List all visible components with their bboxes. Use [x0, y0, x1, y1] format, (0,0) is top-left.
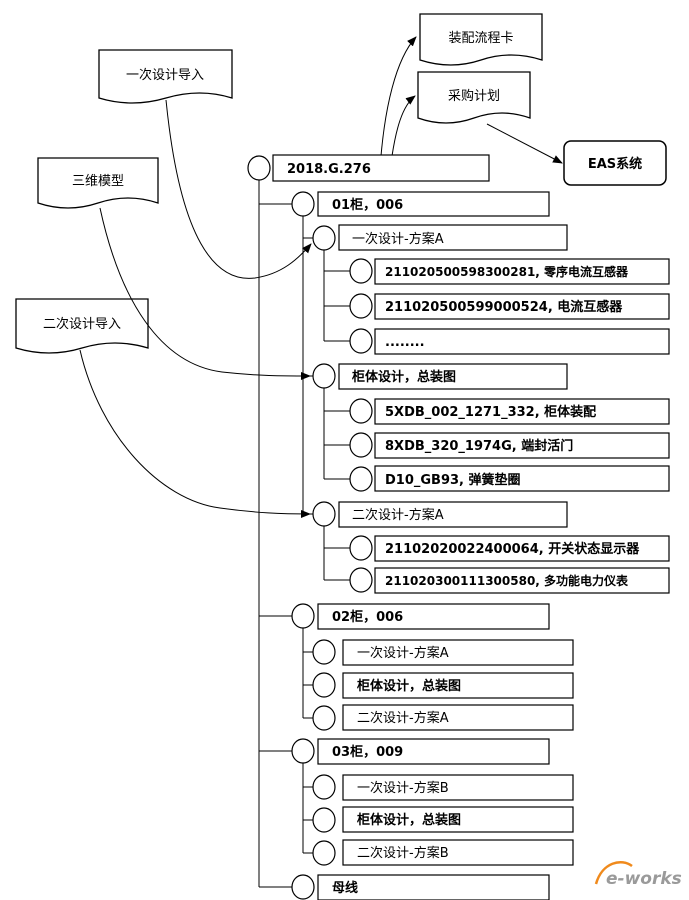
import-arrows — [79, 36, 563, 518]
doc-model3d-label: 三维模型 — [72, 174, 124, 189]
cab03-child-label: 二次设计-方案B — [357, 845, 449, 861]
part-label: 211020500599000524, 电流互感器 — [385, 299, 623, 315]
cab01-primary-label: 一次设计-方案A — [352, 231, 444, 247]
doc-assembly-card: 装配流程卡 — [419, 13, 543, 66]
doc-model3d: 三维模型 — [37, 157, 159, 209]
cab01-secondary-label: 二次设计-方案A — [352, 507, 444, 523]
eas-system: EAS系统 — [563, 140, 667, 186]
watermark-text: e-works — [606, 869, 682, 889]
cab01-label: 01柜，006 — [332, 197, 403, 213]
arrow-purchase-plan — [391, 95, 416, 157]
part-label: ........ — [385, 335, 425, 350]
logo-swoosh-icon — [594, 861, 633, 885]
arrow-import1 — [165, 99, 312, 279]
cab02-child-label: 二次设计-方案A — [357, 710, 449, 726]
part-label: 5XDB_002_1271_332, 柜体装配 — [385, 404, 596, 420]
part-label: 8XDB_320_1974G, 端封活门 — [385, 438, 573, 454]
root-label: 2018.G.276 — [287, 162, 371, 177]
cab02-child-label: 一次设计-方案A — [357, 645, 449, 661]
cab02-child-label: 柜体设计，总装图 — [356, 678, 461, 694]
part-label: 211020500598300281, 零序电流互感器 — [385, 264, 629, 279]
cab02-label: 02柜，006 — [332, 609, 403, 625]
doc-purchase-plan: 采购计划 — [417, 71, 531, 124]
eas-system-label: EAS系统 — [588, 156, 642, 172]
cab01-body-label: 柜体设计，总装图 — [351, 369, 456, 385]
arrow-import2 — [79, 349, 311, 518]
cab03-label: 03柜，009 — [332, 744, 403, 760]
part-label: 21102020022400064, 开关状态显示器 — [385, 541, 640, 557]
doc-import2: 二次设计导入 — [15, 298, 149, 354]
doc-import1-label: 一次设计导入 — [126, 67, 204, 83]
arrow-model3d — [99, 207, 311, 380]
doc-import2-label: 二次设计导入 — [43, 316, 121, 332]
node-boxes — [272, 154, 670, 900]
arrow-assembly-card — [380, 36, 417, 157]
doc-purchase-plan-label: 采购计划 — [448, 88, 500, 104]
busbar-label: 母线 — [332, 880, 358, 896]
arrow-eas — [486, 123, 563, 164]
doc-assembly-card-label: 装配流程卡 — [448, 31, 513, 46]
eworks-logo: e-works — [594, 861, 682, 889]
part-label: D10_GB93, 弹簧垫圈 — [385, 472, 521, 488]
cab03-child-label: 一次设计-方案B — [357, 780, 449, 796]
tree-connectors — [258, 180, 350, 888]
doc-import1: 一次设计导入 — [98, 49, 233, 104]
node-circles — [247, 155, 373, 900]
cab03-child-label: 柜体设计，总装图 — [356, 812, 461, 828]
part-label: 211020300111300580, 多功能电力仪表 — [385, 573, 629, 588]
